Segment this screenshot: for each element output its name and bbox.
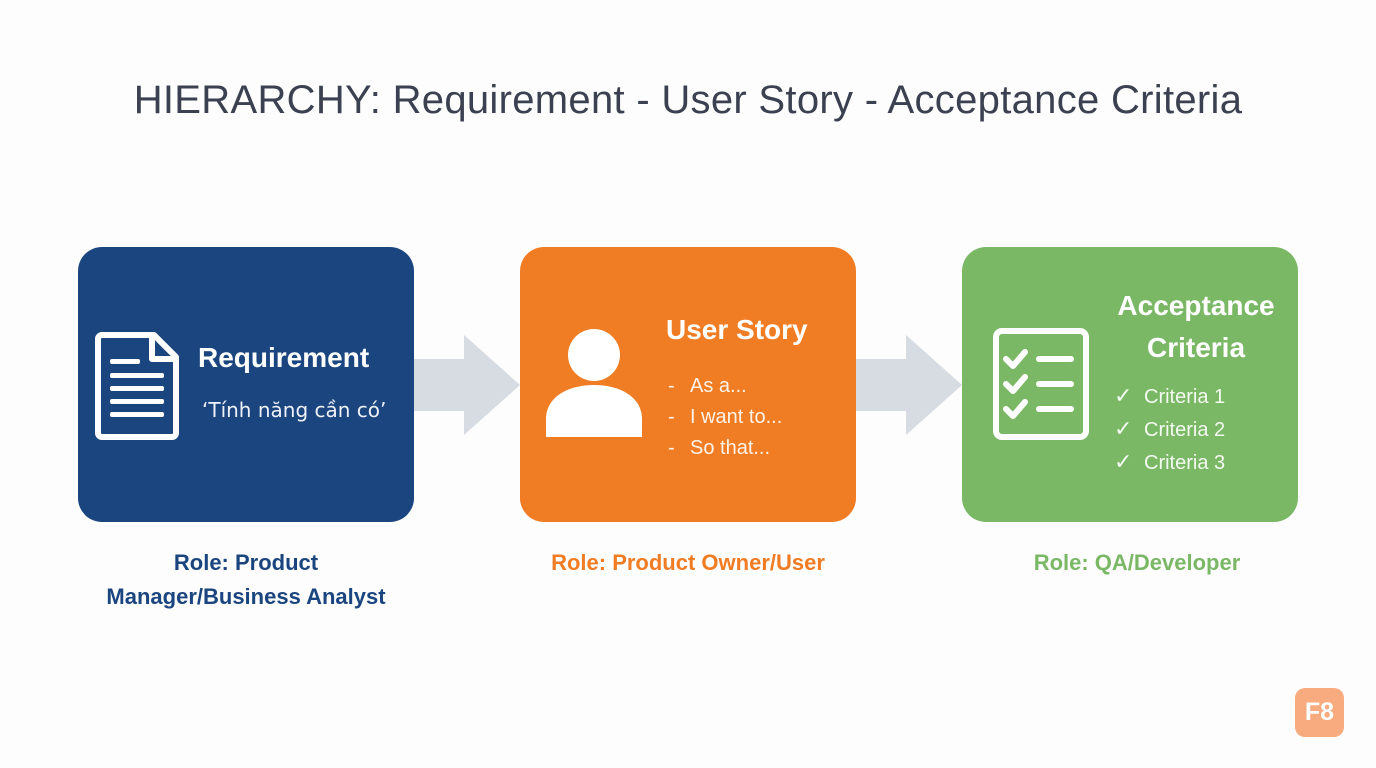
list-item: -So that... [668,433,782,464]
diagram-title: HIERARCHY: Requirement - User Story - Ac… [133,78,1243,122]
user-story-list: -As a... -I want to... -So that... [668,371,782,464]
checkmark-icon: ✓ [1114,449,1133,474]
dash-bullet: - [668,375,675,397]
acceptance-criteria-box: Acceptance Criteria ✓Criteria 1 ✓Criteri… [962,247,1298,522]
document-icon [95,332,179,440]
requirement-subtitle: ‘Tính năng cần có’ [202,398,387,422]
brand-logo: F8 [1295,688,1344,737]
user-icon [546,329,642,437]
arrow-right-icon [414,335,520,435]
acceptance-criteria-title: Acceptance Criteria [1117,290,1275,363]
list-item: ✓Criteria 3 [1114,446,1225,479]
list-item: -I want to... [668,402,782,433]
criteria-list: ✓Criteria 1 ✓Criteria 2 ✓Criteria 3 [1114,380,1225,479]
checkmark-icon: ✓ [1114,383,1133,408]
list-item: -As a... [668,371,782,402]
list-item: ✓Criteria 2 [1114,413,1225,446]
checkmark-icon: ✓ [1114,416,1133,441]
list-item: ✓Criteria 1 [1114,380,1225,413]
user-story-box: User Story -As a... -I want to... -So th… [520,247,856,522]
user-story-role-label: Role: Product Owner/User [551,550,825,575]
user-story-title: User Story [666,314,808,345]
acceptance-role-label: Role: QA/Developer [1033,550,1241,575]
requirement-role-label: Role: Product Manager/Business Analyst [106,550,386,609]
checklist-icon [993,328,1089,440]
dash-bullet: - [668,437,675,459]
arrow-right-icon [856,335,962,435]
dash-bullet: - [668,406,675,428]
requirement-title: Requirement [198,342,370,373]
requirement-box: Requirement ‘Tính năng cần có’ [78,247,414,522]
